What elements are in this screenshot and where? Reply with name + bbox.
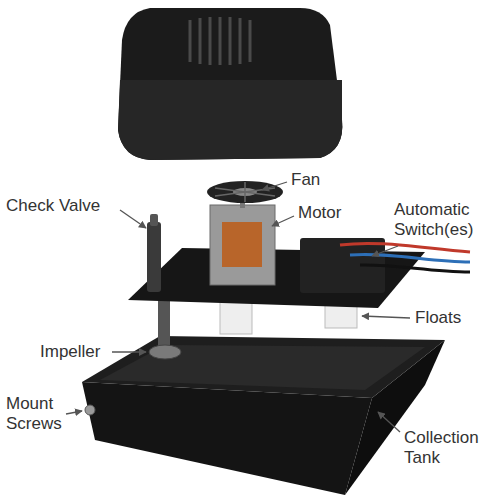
impeller-shaft [158, 300, 170, 348]
leader-line [378, 412, 400, 432]
vent-slot [209, 17, 212, 65]
valve-nozzle [150, 214, 158, 226]
tank-front [82, 382, 372, 495]
part-label: Mount Screws [6, 394, 68, 434]
mount-screw [85, 405, 95, 415]
cover-front [118, 80, 342, 160]
vent-slot [199, 18, 202, 64]
fan-blades [215, 182, 275, 202]
vent-slot [219, 17, 222, 65]
wire [350, 254, 470, 262]
leader-lines [66, 182, 410, 432]
leader-line [262, 182, 287, 190]
leader-line [272, 216, 294, 226]
fan-blade [244, 182, 246, 202]
leader-line [112, 351, 146, 352]
leader-line [66, 411, 82, 414]
part-label: Floats [415, 308, 461, 328]
vent-slot [189, 20, 192, 62]
vent-slot [249, 20, 252, 62]
motor-frame [210, 205, 275, 285]
part-label: Collection Tank [404, 428, 494, 468]
part-label: Check Valve [6, 196, 100, 216]
wire [340, 243, 470, 252]
top-cover [118, 8, 342, 160]
tank-inside [100, 345, 425, 390]
part-label: Fan [291, 170, 320, 190]
float [220, 300, 252, 334]
part-label: Impeller [40, 342, 100, 362]
check-valve [147, 222, 161, 292]
leader-line [120, 210, 146, 228]
leader-line [372, 246, 398, 256]
part-label: Automatic Switch(es) [394, 200, 494, 240]
tank-rim [82, 336, 445, 398]
vent-slot [239, 18, 242, 64]
vent-slot [229, 17, 232, 65]
cover-vents [190, 17, 250, 65]
impeller [149, 345, 181, 359]
wire [360, 265, 470, 272]
motor-coil [222, 222, 262, 267]
part-label: Motor [298, 203, 341, 223]
fan [207, 181, 283, 203]
leader-line [362, 316, 410, 318]
